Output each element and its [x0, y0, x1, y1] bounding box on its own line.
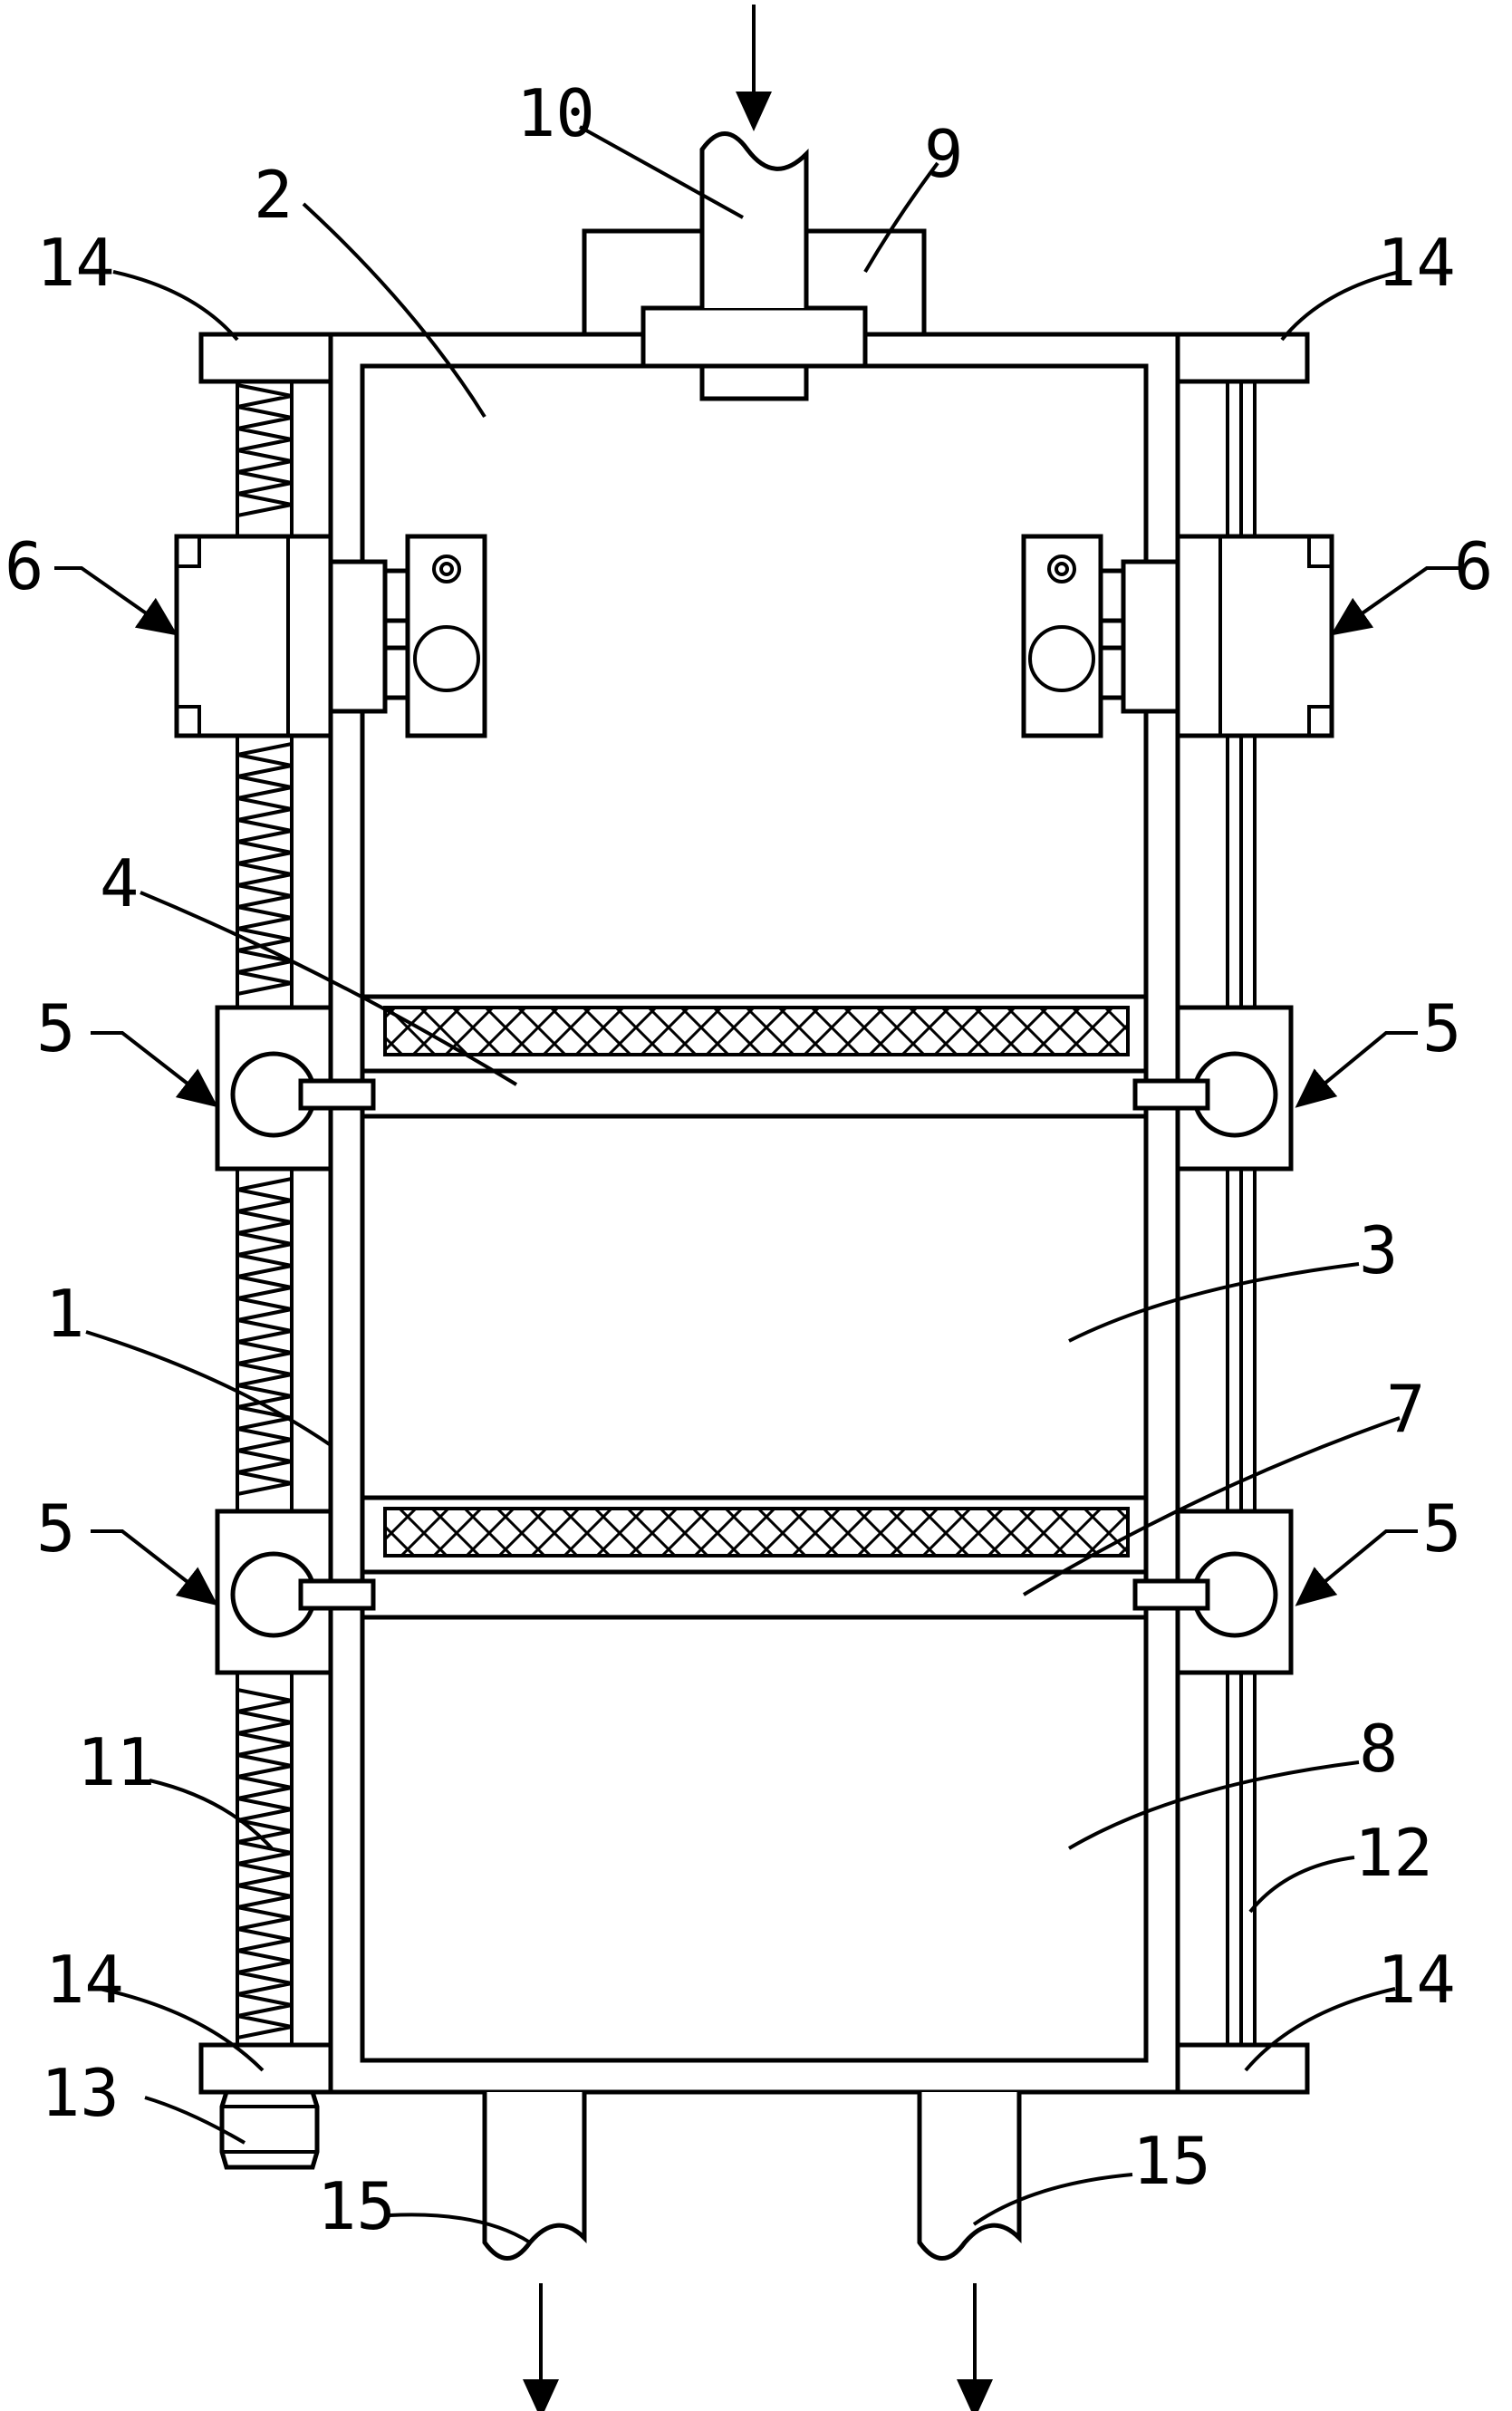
label-outlet-left: 15: [317, 2168, 396, 2244]
label-clamp-left: 6: [5, 528, 43, 604]
label-bearing-ur: 5: [1422, 990, 1461, 1066]
label-middle-chamber: 3: [1359, 1212, 1398, 1288]
label-guide-rod: 12: [1354, 1815, 1433, 1891]
label-lower-screen: 7: [1386, 1371, 1425, 1447]
clamp-left: [174, 534, 487, 738]
label-upper-screen: 4: [100, 845, 139, 921]
clamp-right: [1021, 534, 1334, 738]
inlet-stub: [699, 363, 809, 401]
leader-lines: [54, 125, 1459, 2244]
mount-plate-bottom-left: [198, 2042, 333, 2095]
outlet-pipe-left: [482, 2092, 587, 2411]
label-knob: 13: [41, 2055, 120, 2131]
mount-plate-bottom-right: [1175, 2042, 1310, 2095]
label-bearing-lr: 5: [1422, 1490, 1461, 1567]
bearing-block-lower-left: [215, 1509, 376, 1675]
bearing-block-upper-right: [1132, 1005, 1294, 1172]
label-lead-screw: 11: [77, 1724, 156, 1800]
label-mount-plate-bl: 14: [45, 1942, 124, 2018]
bearing-block-lower-right: [1132, 1509, 1294, 1675]
label-mount-plate-br: 14: [1377, 1942, 1456, 2018]
outlet-pipe-right: [917, 2092, 1022, 2411]
label-outlet-right: 15: [1132, 2123, 1211, 2199]
knob: [219, 2089, 320, 2170]
label-upper-chamber: 2: [254, 157, 293, 233]
lower-screen: [360, 1495, 1149, 1620]
label-mount-plate-tr: 14: [1377, 225, 1456, 301]
bearing-block-upper-left: [215, 1005, 376, 1172]
inlet-collar: [640, 305, 868, 369]
mount-plate-top-left: [198, 332, 333, 384]
label-bearing-ll: 5: [36, 1490, 75, 1567]
label-bearing-ul: 5: [36, 990, 75, 1066]
label-clamp-right: 6: [1454, 528, 1493, 604]
upper-screen: [360, 994, 1149, 1119]
label-inlet-pipe: 10: [516, 75, 595, 151]
inner-frame: [360, 363, 1149, 2063]
label-inlet-housing: 9: [924, 116, 963, 192]
label-lower-chamber: 8: [1359, 1711, 1398, 1787]
label-mount-plate-tl: 14: [36, 225, 115, 301]
label-frame: 1: [45, 1276, 84, 1352]
mount-plate-top-right: [1175, 332, 1310, 384]
inlet-pipe: [699, 131, 809, 308]
